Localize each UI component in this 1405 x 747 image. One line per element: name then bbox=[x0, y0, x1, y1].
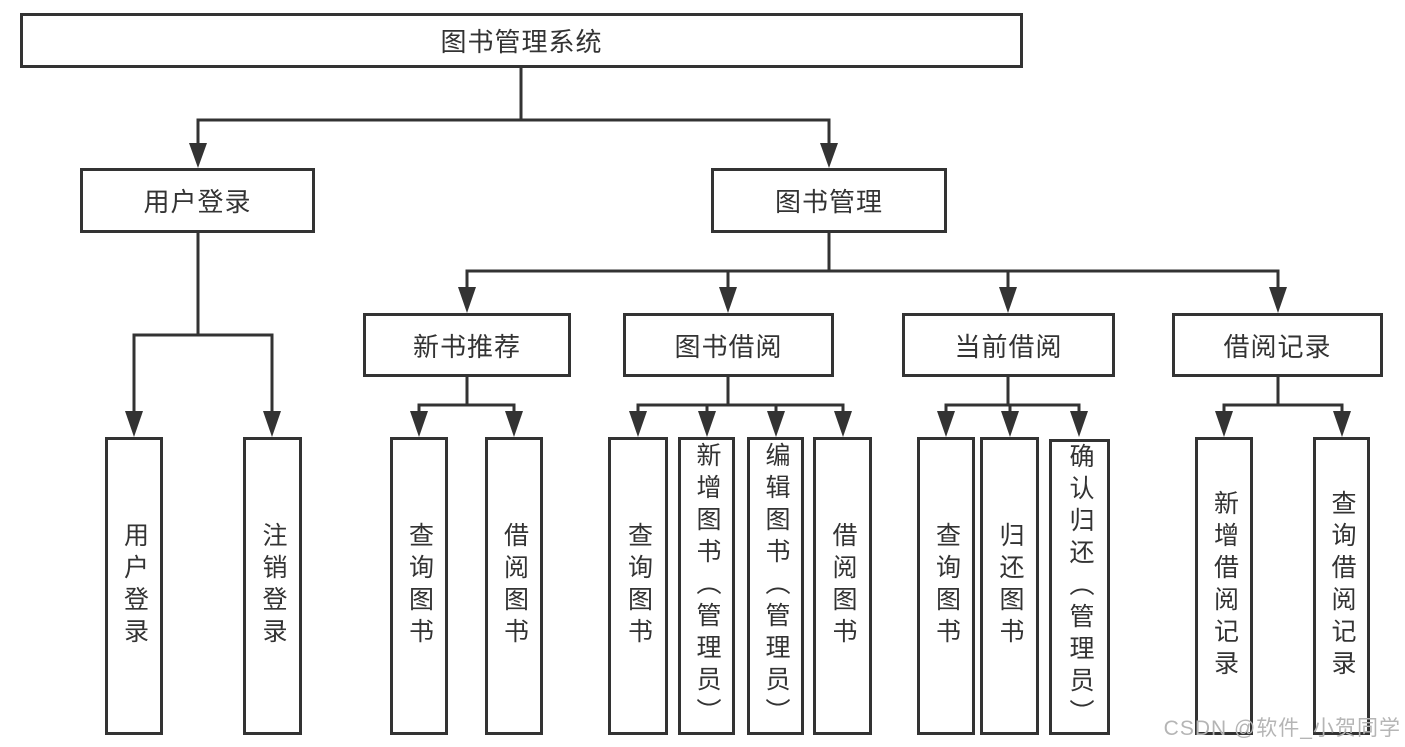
leaf-edit-books-admin: 编辑图书（管理员） bbox=[747, 437, 804, 735]
leaf-confirm-return-admin: 确认归还（管理员） bbox=[1049, 439, 1110, 735]
node-book-management: 图书管理 bbox=[711, 168, 947, 233]
leaf-return-books: 归还图书 bbox=[980, 437, 1039, 735]
leaf-label: 归还图书 bbox=[996, 522, 1024, 650]
leaf-borrow-books-2: 借阅图书 bbox=[813, 437, 872, 735]
leaf-label: 新增借阅记录 bbox=[1210, 490, 1239, 682]
node-label: 图书管理 bbox=[774, 187, 883, 217]
node-book-borrowing: 图书借阅 bbox=[623, 313, 834, 377]
node-label: 借阅记录 bbox=[1223, 331, 1332, 362]
node-library-management-system: 图书管理系统 bbox=[20, 13, 1023, 68]
watermark: CSDN @软件_小贺同学 bbox=[1163, 717, 1401, 740]
leaf-label: 查询图书 bbox=[405, 522, 434, 650]
leaf-borrow-books-1: 借阅图书 bbox=[485, 437, 543, 735]
node-borrowing-records: 借阅记录 bbox=[1172, 313, 1383, 377]
leaf-logout: 注销登录 bbox=[243, 437, 302, 735]
leaf-query-books-1: 查询图书 bbox=[390, 437, 448, 735]
node-user-login: 用户登录 bbox=[80, 168, 315, 233]
leaf-label: 查询图书 bbox=[932, 522, 961, 650]
leaf-label: 查询借阅记录 bbox=[1328, 490, 1356, 682]
leaf-label: 编辑图书（管理员） bbox=[762, 442, 790, 730]
leaf-label: 查询图书 bbox=[624, 522, 653, 650]
leaf-query-borrow-record: 查询借阅记录 bbox=[1313, 437, 1370, 735]
leaf-query-books-2: 查询图书 bbox=[608, 437, 668, 735]
node-current-borrowing: 当前借阅 bbox=[902, 313, 1115, 377]
leaf-label: 新增图书（管理员） bbox=[693, 442, 721, 730]
leaf-label: 借阅图书 bbox=[500, 522, 529, 650]
node-label: 当前借阅 bbox=[954, 331, 1063, 362]
leaf-add-books-admin: 新增图书（管理员） bbox=[678, 437, 735, 735]
node-new-book-recommendation: 新书推荐 bbox=[363, 313, 571, 377]
leaf-label: 用户登录 bbox=[120, 522, 149, 650]
leaf-add-borrow-record: 新增借阅记录 bbox=[1195, 437, 1253, 735]
node-label: 用户登录 bbox=[143, 187, 252, 217]
node-label: 新书推荐 bbox=[412, 331, 521, 362]
node-label: 图书借阅 bbox=[674, 331, 783, 362]
node-label: 图书管理系统 bbox=[440, 27, 603, 57]
leaf-label: 确认归还（管理员） bbox=[1066, 443, 1094, 731]
leaf-label: 注销登录 bbox=[259, 522, 287, 650]
leaf-query-books-3: 查询图书 bbox=[917, 437, 975, 735]
leaf-user-login: 用户登录 bbox=[105, 437, 163, 735]
leaf-label: 借阅图书 bbox=[829, 522, 857, 650]
